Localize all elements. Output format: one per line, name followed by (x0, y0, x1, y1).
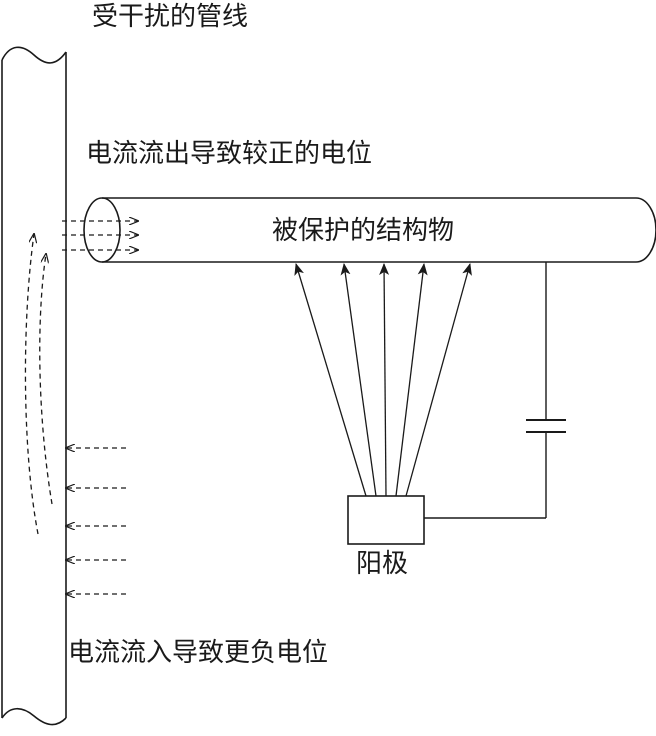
capacitor-symbol (526, 419, 566, 433)
disturbed-pipeline (1, 46, 67, 726)
anode-box (347, 495, 425, 545)
protected-structure-label: 被保护的结构物 (272, 216, 455, 246)
current-in-label: 电流流入导致更负电位 (68, 638, 329, 668)
current-in-arrows (66, 448, 126, 594)
pipeline-current-path (24, 234, 53, 535)
anode-wire (424, 262, 547, 519)
current-out-arrows (62, 221, 138, 250)
anode-label: 阳极 (356, 549, 409, 579)
current-out-label: 电流流出导致较正的电位 (86, 139, 373, 169)
disturbed-pipeline-label: 受干扰的管线 (92, 2, 249, 32)
protected-structure-pipe (83, 197, 656, 263)
protection-current-arrows (294, 263, 472, 497)
